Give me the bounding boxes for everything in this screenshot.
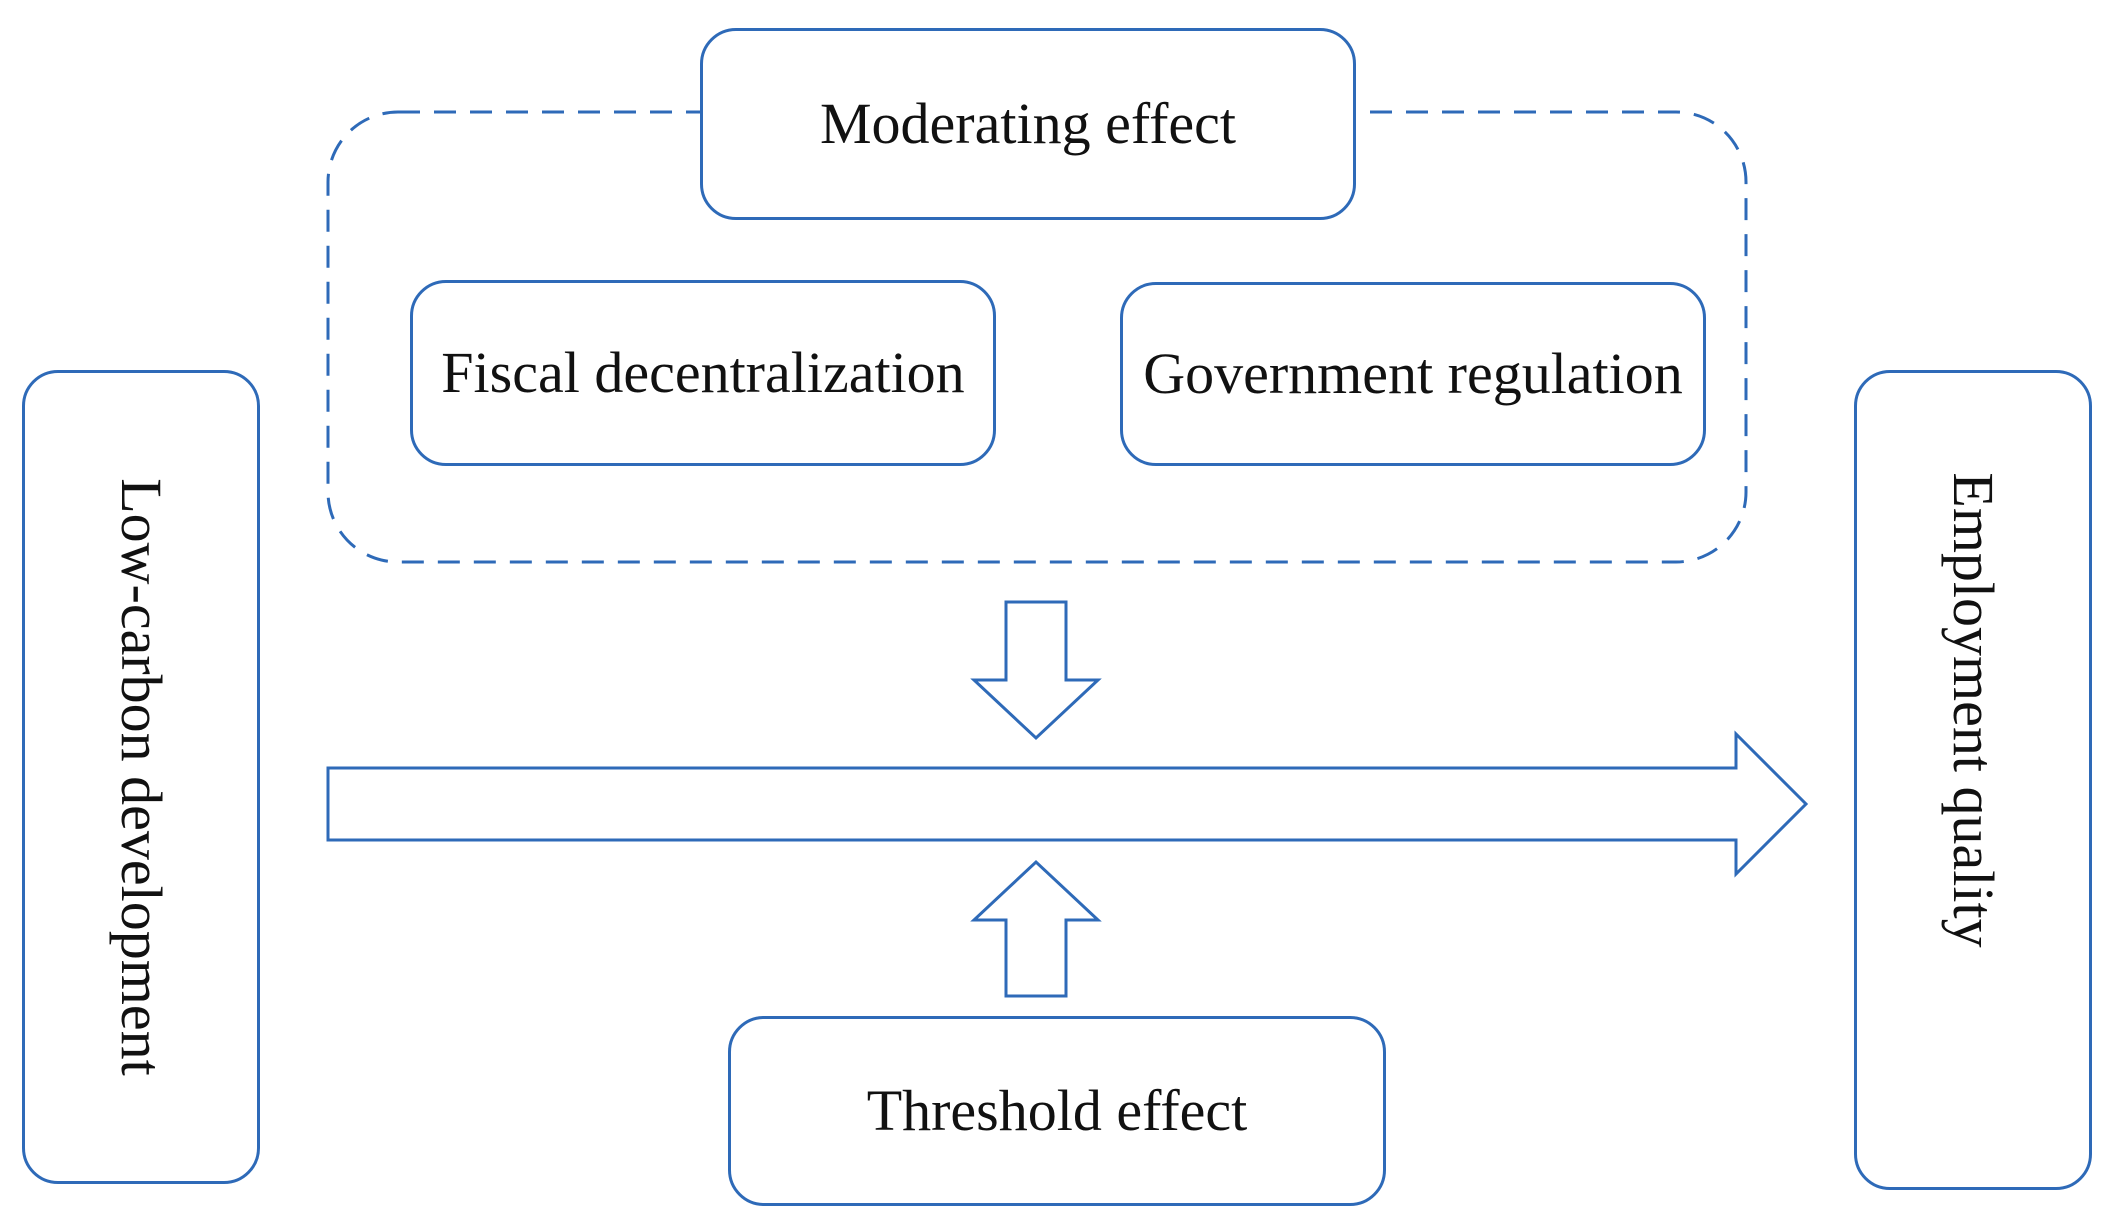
employment-quality-label: Employment quality	[1941, 472, 2006, 948]
employment-quality-box: Employment quality	[1854, 370, 2092, 1190]
moderating-group-frame	[326, 110, 1748, 564]
fiscal-decentralization-label: Fiscal decentralization	[441, 340, 965, 405]
threshold-effect-label: Threshold effect	[866, 1078, 1248, 1143]
government-regulation-box: Government regulation	[1120, 282, 1706, 466]
moderating-down-arrow	[970, 600, 1102, 741]
main-arrow	[326, 730, 1809, 878]
moderating-effect-box: Moderating effect	[700, 28, 1356, 220]
fiscal-decentralization-box: Fiscal decentralization	[410, 280, 996, 466]
low-carbon-development-label: Low-carbon development	[109, 478, 174, 1076]
government-regulation-label: Government regulation	[1143, 341, 1683, 406]
low-carbon-development-box: Low-carbon development	[22, 370, 260, 1184]
threshold-effect-box: Threshold effect	[728, 1016, 1386, 1206]
moderating-effect-label: Moderating effect	[819, 91, 1237, 156]
threshold-up-arrow	[970, 859, 1102, 998]
